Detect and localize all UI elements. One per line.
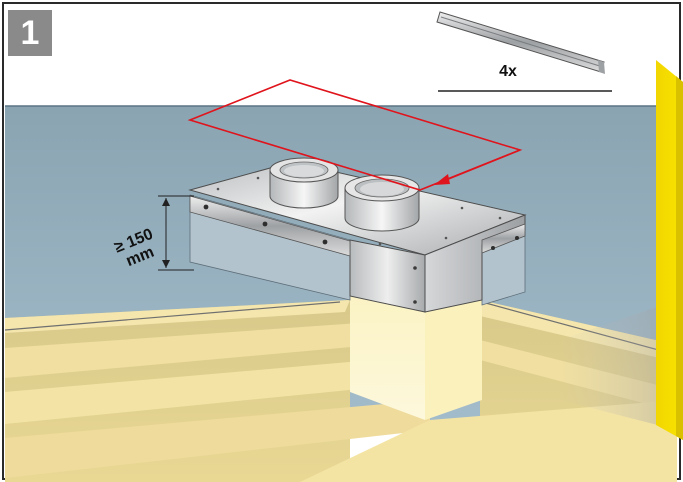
placement-marker — [187, 79, 523, 191]
flue-collar-rear — [269, 157, 339, 209]
part-quantity-label: 4x — [499, 63, 517, 80]
flue-collar-front — [344, 174, 420, 232]
mounting-rail-icon — [436, 11, 605, 74]
step-number-badge: 1 — [8, 10, 52, 56]
ceiling-opening — [350, 295, 425, 420]
dimension-line — [158, 195, 194, 271]
